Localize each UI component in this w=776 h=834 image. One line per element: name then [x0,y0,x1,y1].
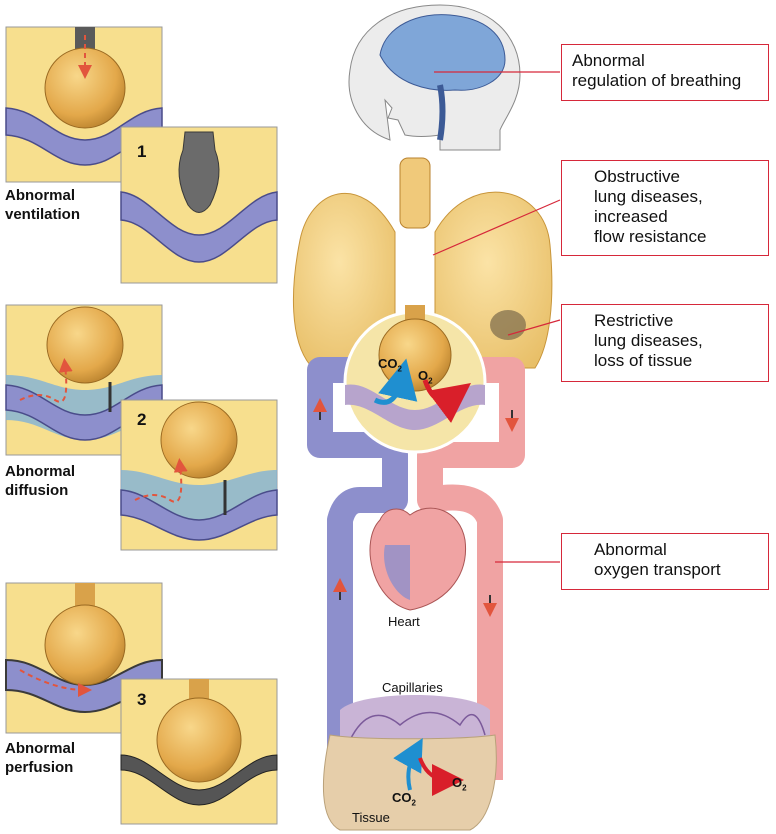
gas-sub: 2 [462,784,466,793]
label-line: Abnormal [5,462,75,481]
panel-label-ventilation: Abnormal ventilation [5,186,80,224]
callout-line: lung diseases, [594,187,758,207]
gas-sub: 2 [428,377,432,386]
callout-line: loss of tissue [594,351,758,371]
gas-sub: 2 [412,799,416,808]
panel-number-3: 3 [137,690,146,710]
callout-line: Abnormal [572,51,758,71]
gas-sub: 2 [398,365,402,374]
co2-label-lung: CO2 [378,356,402,374]
callout-line: oxygen transport [594,560,758,580]
label-line: ventilation [5,205,80,224]
label-line: Abnormal [5,739,75,758]
callout-obstructive: Obstructive lung diseases, increased flo… [561,160,769,256]
callout-line: regulation of breathing [572,71,758,91]
panel-label-diffusion: Abnormal diffusion [5,462,75,500]
callout-line: Abnormal [594,540,758,560]
label-line: perfusion [5,758,75,777]
callout-restrictive: Restrictive lung diseases, loss of tissu… [561,304,769,382]
gas-main: CO [392,790,412,805]
callout-line: increased [594,207,758,227]
o2-label-tissue: O2 [452,775,467,793]
callout-line: flow resistance [594,227,758,247]
callout-oxygen-transport: Abnormal oxygen transport [561,533,769,590]
label-line: diffusion [5,481,75,500]
callout-line: Restrictive [594,311,758,331]
callout-regulation: Abnormal regulation of breathing [561,44,769,101]
head-illustration [349,5,520,150]
panel-number-1: 1 [137,142,146,162]
tissue-label: Tissue [352,810,390,825]
gas-main: O [418,368,428,383]
o2-label-lung: O2 [418,368,433,386]
gas-main: CO [378,356,398,371]
panel-number-2: 2 [137,410,146,430]
co2-label-tissue: CO2 [392,790,416,808]
gas-main: O [452,775,462,790]
panel-label-perfusion: Abnormal perfusion [5,739,75,777]
capillaries-label: Capillaries [382,680,443,695]
label-line: Abnormal [5,186,80,205]
callout-line: Obstructive [594,167,758,187]
callout-line: lung diseases, [594,331,758,351]
heart-label: Heart [388,614,420,629]
